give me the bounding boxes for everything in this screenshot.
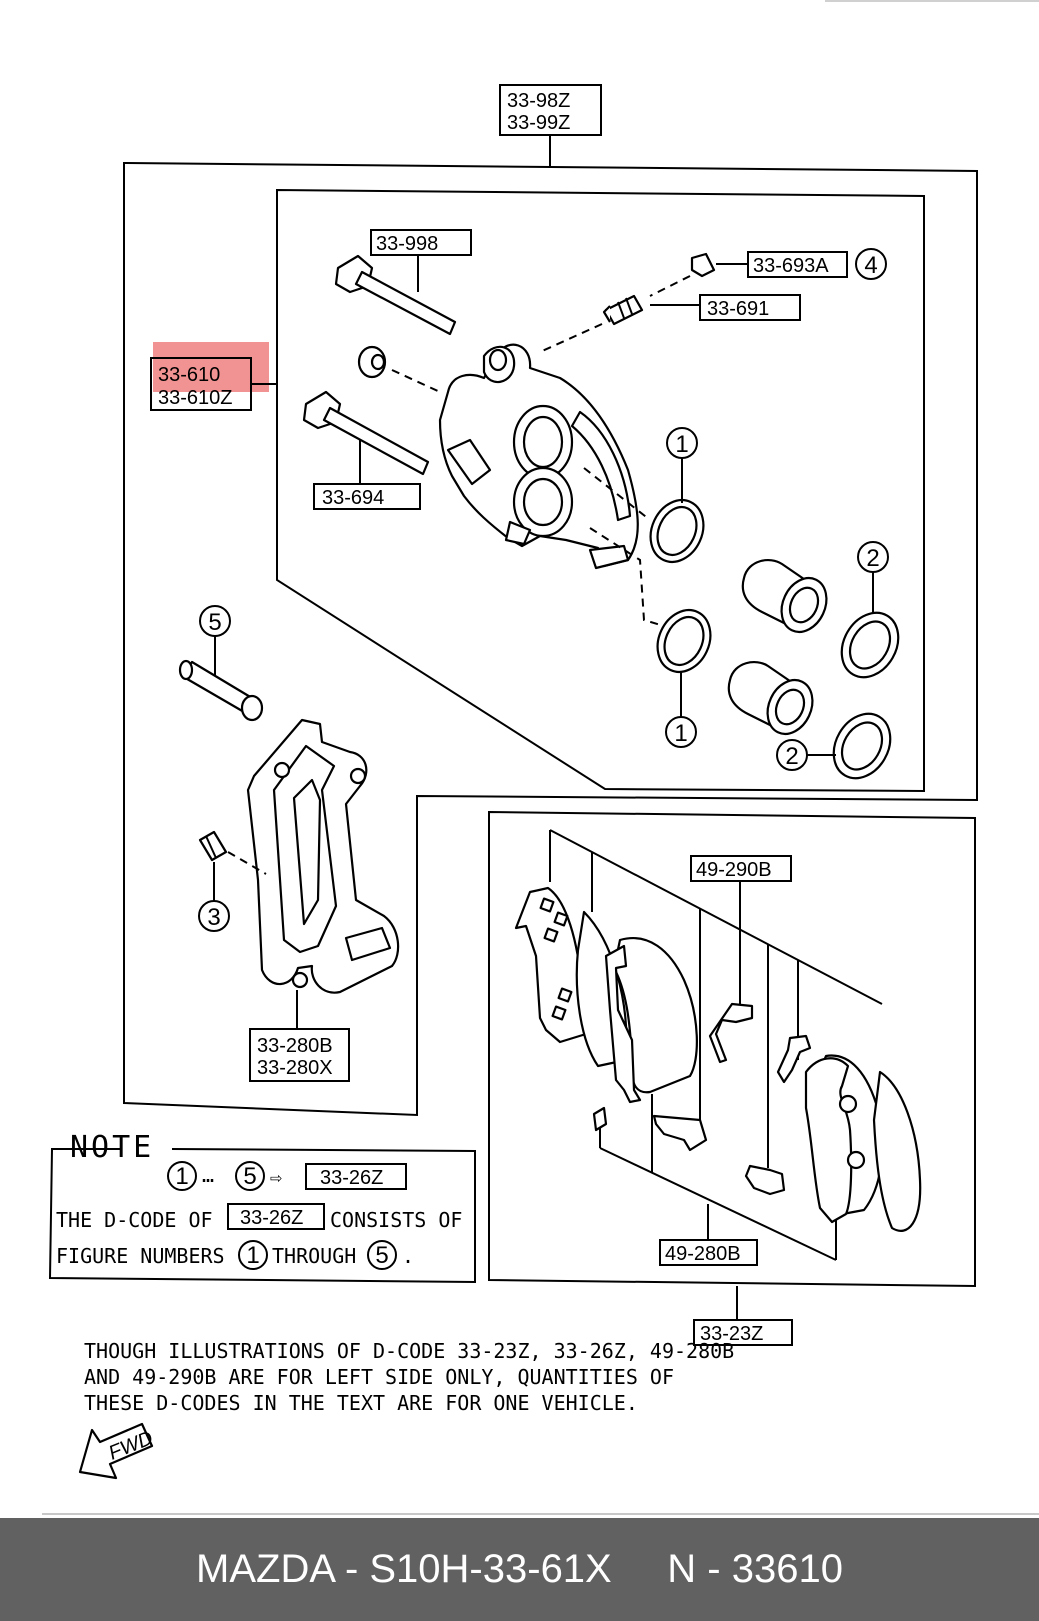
outer-assembly-frame [123,161,978,1117]
svg-text:THROUGH: THROUGH [272,1244,356,1268]
slide-pin: 5 [178,605,264,722]
pad-clip-upper [708,1002,754,1064]
pad-clip-lower [592,1106,708,1152]
svg-text:33-23Z: 33-23Z [700,1323,763,1345]
piston-seal-lower: 1 [656,609,712,748]
svg-text:FIGURE NUMBERS: FIGURE NUMBERS [56,1244,225,1268]
bleeder-cap [649,252,716,297]
svg-text:…: … [202,1163,214,1187]
label-33-693a: 33-693A 4 [716,248,887,280]
dust-boot-lower: 2 [776,712,892,780]
svg-text:33-99Z: 33-99Z [507,112,570,134]
svg-text:49-290B: 49-290B [696,859,772,881]
svg-text:3: 3 [207,904,220,931]
svg-text:33-693A: 33-693A [753,255,829,277]
svg-text:33-610Z: 33-610Z [158,387,233,409]
guide-bolt-upper [334,254,457,336]
svg-text:1: 1 [246,1242,259,1269]
shim-inner [872,1070,922,1232]
svg-text:33-998: 33-998 [376,233,438,255]
svg-text:33-691: 33-691 [707,298,769,320]
label-33-23z: 33-23Z [693,1286,793,1346]
fwd-arrow-icon: FWD [78,1422,156,1480]
svg-text:33-26Z: 33-26Z [240,1207,303,1229]
svg-text:CONSISTS OF: CONSISTS OF [330,1208,462,1232]
bushing [357,345,441,393]
note-box: NOTE 1 … 5 ⇨ 33-26Z THE D-CODE OF 33-26Z… [48,1130,476,1284]
svg-text:1: 1 [175,1163,188,1190]
highlight-33-610 [153,342,269,392]
caliper-body [438,343,639,570]
svg-text:33-26Z: 33-26Z [320,1167,383,1189]
label-49-290b: 49-290B [690,855,792,1004]
label-33-280b: 33-280B 33-280X [249,990,350,1082]
piston-upper [741,559,828,633]
pad-clip-lower-right [744,1164,786,1196]
label-33-98z: 33-98Z 33-99Z [499,84,602,167]
svg-text:1: 1 [674,720,687,747]
pad-clip-upper-right [776,1034,812,1084]
svg-text:33-98Z: 33-98Z [507,90,570,112]
footnote: THOUGH ILLUSTRATIONS OF D-CODE 33-23Z, 3… [84,1339,734,1415]
label-33-694: 33-694 [313,440,421,510]
svg-text:33-610: 33-610 [158,364,220,386]
dust-boot-upper: 2 [840,541,900,679]
svg-text:AND 49-290B ARE FOR LEFT SIDE: AND 49-290B ARE FOR LEFT SIDE ONLY, QUAN… [84,1365,674,1389]
svg-text:⇨: ⇨ [270,1165,282,1189]
svg-text:33-280X: 33-280X [257,1057,333,1079]
svg-text:4: 4 [864,252,877,279]
svg-text:1: 1 [675,431,688,458]
pad-kit-frame [488,810,976,1288]
svg-text:5: 5 [208,609,221,636]
svg-text:5: 5 [243,1163,256,1190]
piston-seal-upper: 1 [649,427,705,563]
brake-pad-outer [604,937,698,1104]
label-49-280b: 49-280B [659,1204,758,1266]
footer-bar: MAZDA - S10H-33-61X N - 33610 [0,1518,1039,1621]
bleeder-screw [539,294,644,353]
svg-text:THESE D-CODES IN THE TEXT ARE: THESE D-CODES IN THE TEXT ARE FOR ONE VE… [84,1391,638,1415]
label-33-610: 33-610 33-610Z [150,357,277,411]
svg-text:33-694: 33-694 [322,487,384,509]
svg-text:2: 2 [785,743,798,770]
leader-lower-seal [589,527,665,627]
label-33-998: 33-998 [370,229,472,292]
guide-bolt-lower [302,390,430,476]
svg-text:THOUGH ILLUSTRATIONS OF D-CODE: THOUGH ILLUSTRATIONS OF D-CODE 33-23Z, 3… [84,1339,734,1363]
top-edge-line [825,0,1039,2]
svg-text:2: 2 [866,545,879,572]
svg-text:49-280B: 49-280B [665,1243,741,1265]
dust-cap: 3 [198,830,267,932]
brake-pad-inner [804,1054,884,1224]
svg-text:NOTE: NOTE [70,1130,154,1165]
footer-part-number: MAZDA - S10H-33-61X N - 33610 [196,1547,843,1591]
svg-text:.: . [402,1244,414,1268]
caliper-bracket [246,718,400,994]
svg-text:33-280B: 33-280B [257,1035,333,1057]
parts-diagram: 33-98Z 33-99Z 33-610 33-610Z 33-998 33-6… [42,84,1039,1515]
svg-text:THE D-CODE OF: THE D-CODE OF [56,1208,213,1232]
caliper-subassembly-frame [276,188,925,793]
shim-outer [514,886,588,1044]
leader-upper-seal [583,467,651,521]
label-33-691: 33-691 [650,294,801,321]
svg-text:5: 5 [375,1242,388,1269]
piston-lower [727,661,814,735]
